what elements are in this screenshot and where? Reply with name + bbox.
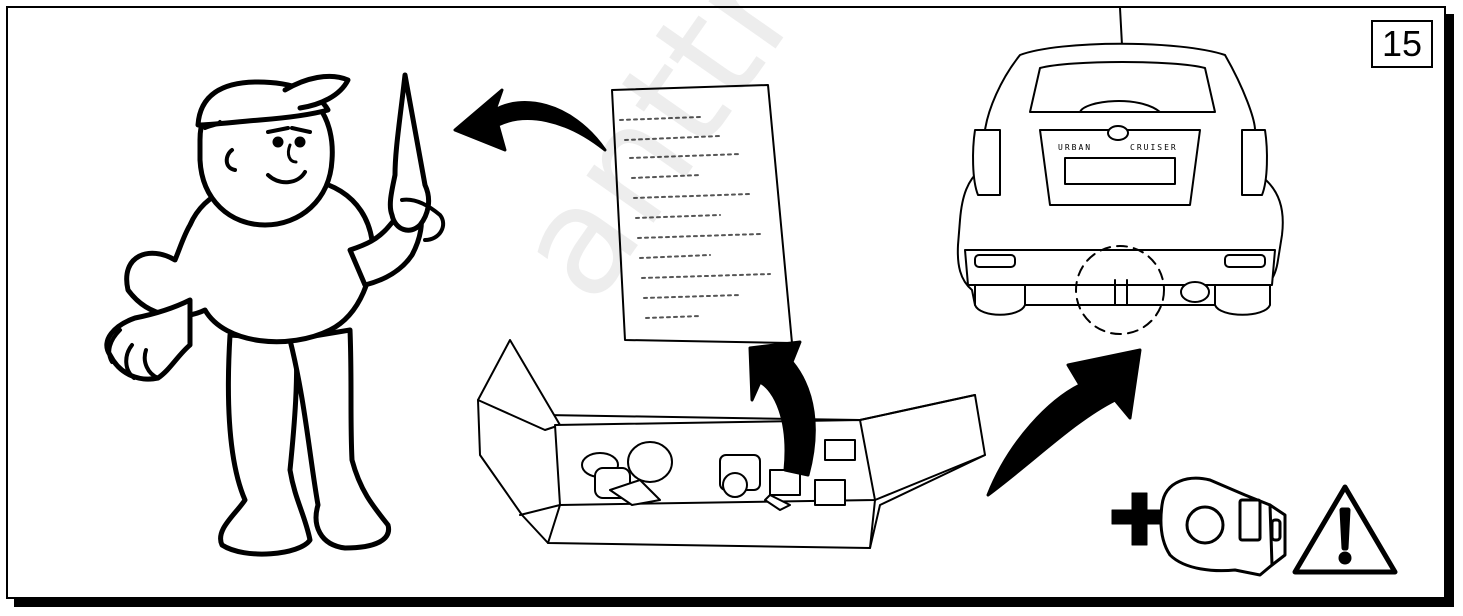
- plus-icon: [1111, 492, 1166, 546]
- arrow-to-sheet: [748, 340, 816, 477]
- car-rear: URBAN CRUISER: [956, 8, 1284, 335]
- arrow-to-car: [986, 348, 1142, 497]
- mechanic-figure: [104, 72, 446, 557]
- arrow-to-mechanic: [453, 88, 607, 152]
- socket-bracket-icon: [1159, 476, 1287, 577]
- parts-box: [477, 339, 986, 549]
- plate-left-text: URBAN: [1058, 143, 1092, 152]
- step-number-box: 15: [1371, 20, 1433, 68]
- step-number: 15: [1381, 23, 1423, 64]
- instructions-sheet: [611, 84, 793, 344]
- warning-icon: [1292, 484, 1398, 575]
- plate-right-text: CRUISER: [1130, 143, 1178, 152]
